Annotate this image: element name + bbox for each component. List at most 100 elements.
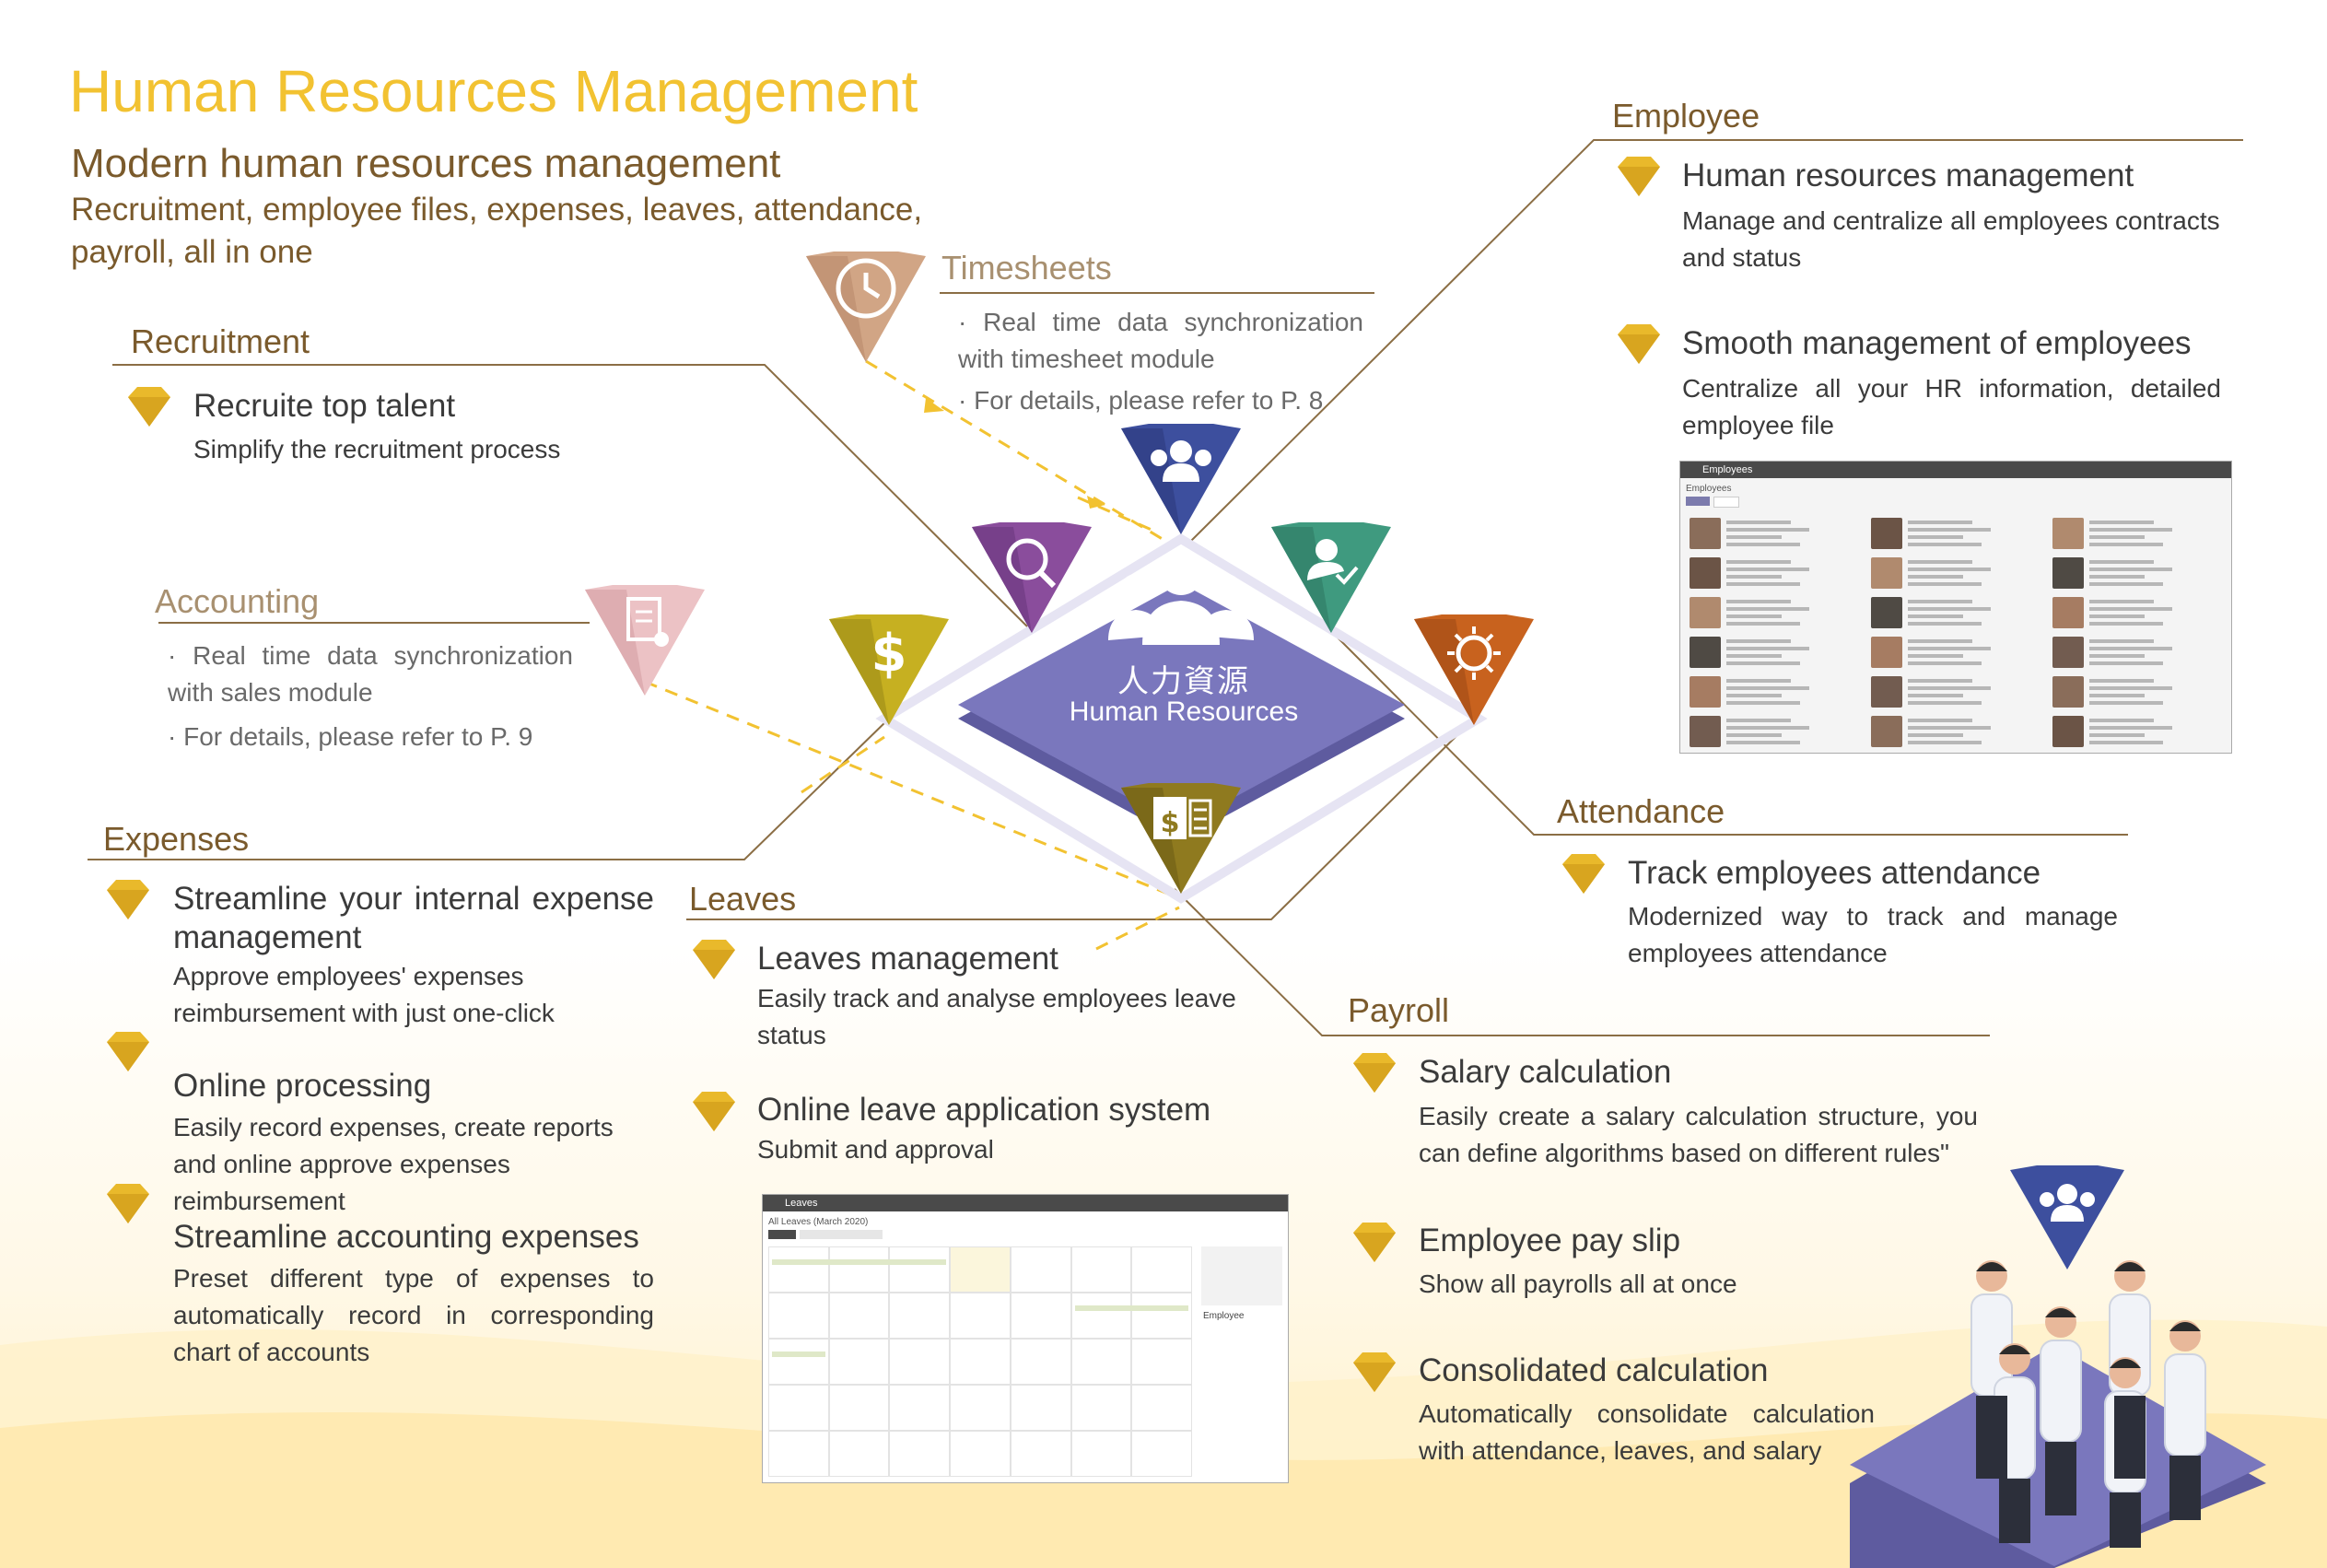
calendar-cell bbox=[768, 1246, 829, 1293]
employee-text-line bbox=[2089, 694, 2145, 697]
accounting-bullet-2: · For details, please refer to P. 9 bbox=[168, 722, 533, 751]
calendar-cell bbox=[828, 1293, 890, 1339]
diamond-icon bbox=[1353, 1223, 1396, 1262]
team-illustration bbox=[1850, 1165, 2266, 1568]
employee-text-line bbox=[2089, 543, 2163, 546]
leave-event-bar bbox=[1074, 1305, 1188, 1311]
employees-breadcrumb: Employees bbox=[1686, 484, 1732, 494]
employee-item-2-title: Smooth management of employees bbox=[1682, 325, 2192, 361]
diamond-icon bbox=[1618, 157, 1660, 196]
people-group-icon bbox=[1108, 551, 1254, 645]
recruitment-gem bbox=[972, 522, 1092, 633]
employee-text-line bbox=[2089, 560, 2154, 564]
employee-text-line bbox=[1908, 575, 1963, 579]
employee-gem bbox=[1271, 522, 1391, 633]
employee-text-line bbox=[1726, 701, 1800, 705]
calendar-cell bbox=[1131, 1431, 1192, 1477]
svg-text:$: $ bbox=[871, 624, 907, 684]
employee-text-line bbox=[2089, 535, 2145, 539]
employee-text-line bbox=[2089, 686, 2172, 690]
employee-text-line bbox=[1726, 575, 1782, 579]
employee-card bbox=[2049, 594, 2220, 631]
employee-text-line bbox=[2089, 568, 2172, 571]
calendar-cell bbox=[889, 1246, 951, 1293]
employee-card bbox=[2049, 673, 2220, 710]
expenses-item-3-title: Streamline accounting expenses bbox=[173, 1219, 639, 1255]
employee-text-line bbox=[1726, 654, 1782, 658]
calendar-cell bbox=[1131, 1339, 1192, 1385]
employee-title: Employee bbox=[1612, 97, 1760, 135]
diamond-icon bbox=[1353, 1352, 1396, 1392]
calendar-cell bbox=[950, 1246, 1011, 1293]
employee-text-line bbox=[2089, 600, 2154, 603]
payroll-item-1-title: Salary calculation bbox=[1419, 1054, 1672, 1090]
timesheets-bullet-2: · For details, please refer to P. 8 bbox=[958, 386, 1324, 415]
employee-text-line bbox=[2089, 639, 2154, 643]
employee-text-line bbox=[1726, 647, 1809, 650]
employee-text-line bbox=[1726, 521, 1791, 524]
recruitment-title: Recruitment bbox=[131, 322, 310, 360]
employee-photo bbox=[1871, 716, 1902, 747]
employee-text-line bbox=[1908, 600, 1972, 603]
employee-text-line bbox=[1726, 661, 1800, 665]
employee-text-line bbox=[1908, 647, 1991, 650]
leaves-screenshot: Leaves All Leaves (March 2020) Employee bbox=[762, 1194, 1289, 1483]
employee-text-line bbox=[1908, 654, 1963, 658]
accounting-bullet-1: · Real time data synchronization with sa… bbox=[168, 641, 573, 707]
calendar-cell bbox=[1131, 1246, 1192, 1293]
employee-card bbox=[1686, 713, 1857, 750]
employee-text-line bbox=[1726, 694, 1782, 697]
mini-calendar bbox=[1201, 1246, 1282, 1305]
employee-photo bbox=[1690, 518, 1721, 549]
employee-text-line bbox=[1908, 622, 1982, 626]
employee-photo bbox=[2052, 597, 2084, 628]
calendar-cell bbox=[1131, 1385, 1192, 1431]
calendar-cell bbox=[889, 1431, 951, 1477]
diamond-icon bbox=[1353, 1053, 1396, 1093]
employee-text-line bbox=[2089, 679, 2154, 683]
employee-card bbox=[1686, 673, 1857, 710]
leaves-breadcrumb: All Leaves (March 2020) bbox=[768, 1217, 869, 1227]
leaves-item-2-desc: Submit and approval bbox=[757, 1135, 994, 1164]
calendar-cell bbox=[768, 1385, 829, 1431]
attendance-item-title: Track employees attendance bbox=[1628, 855, 2041, 891]
employee-text-line bbox=[1726, 560, 1791, 564]
employee-card bbox=[1867, 594, 2039, 631]
diamond-icon bbox=[107, 1032, 149, 1071]
diamond-icon bbox=[1618, 324, 1660, 364]
employee-text-line bbox=[1908, 741, 1982, 744]
employee-card bbox=[1867, 673, 2039, 710]
employee-text-line bbox=[1908, 528, 1991, 532]
employee-text-line bbox=[2089, 661, 2163, 665]
employee-item-2-desc: Centralize all your HR information, deta… bbox=[1682, 374, 2221, 439]
calendar-cell bbox=[1070, 1385, 1132, 1431]
leave-event-bar bbox=[772, 1259, 947, 1265]
employee-text-line bbox=[1726, 582, 1800, 586]
employee-text-line bbox=[1908, 543, 1982, 546]
calendar-cell bbox=[1070, 1431, 1132, 1477]
employee-text-line bbox=[1726, 622, 1800, 626]
employee-photo bbox=[1690, 716, 1721, 747]
employee-text-line bbox=[2089, 622, 2163, 626]
employee-card bbox=[1686, 634, 1857, 671]
employee-photo bbox=[1690, 597, 1721, 628]
employee-text-line bbox=[1908, 639, 1972, 643]
employee-card bbox=[1867, 634, 2039, 671]
employee-photo bbox=[2052, 637, 2084, 668]
employee-text-line bbox=[2089, 701, 2163, 705]
attendance-title: Attendance bbox=[1557, 792, 1725, 830]
calendar-cell bbox=[950, 1339, 1011, 1385]
calendar-cell bbox=[950, 1385, 1011, 1431]
employee-photo bbox=[1690, 676, 1721, 708]
employee-text-line bbox=[2089, 719, 2154, 722]
expenses-item-1-title: Streamline your internal expense managem… bbox=[173, 881, 654, 955]
diamond-icon bbox=[107, 1184, 149, 1223]
employee-card bbox=[2049, 555, 2220, 591]
accounting-title: Accounting bbox=[155, 582, 320, 620]
page-subtitle: Modern human resources management bbox=[71, 141, 781, 186]
calendar-cell bbox=[889, 1293, 951, 1339]
employee-text-line bbox=[1726, 568, 1809, 571]
calendar-cell bbox=[828, 1339, 890, 1385]
employee-text-line bbox=[2089, 607, 2172, 611]
